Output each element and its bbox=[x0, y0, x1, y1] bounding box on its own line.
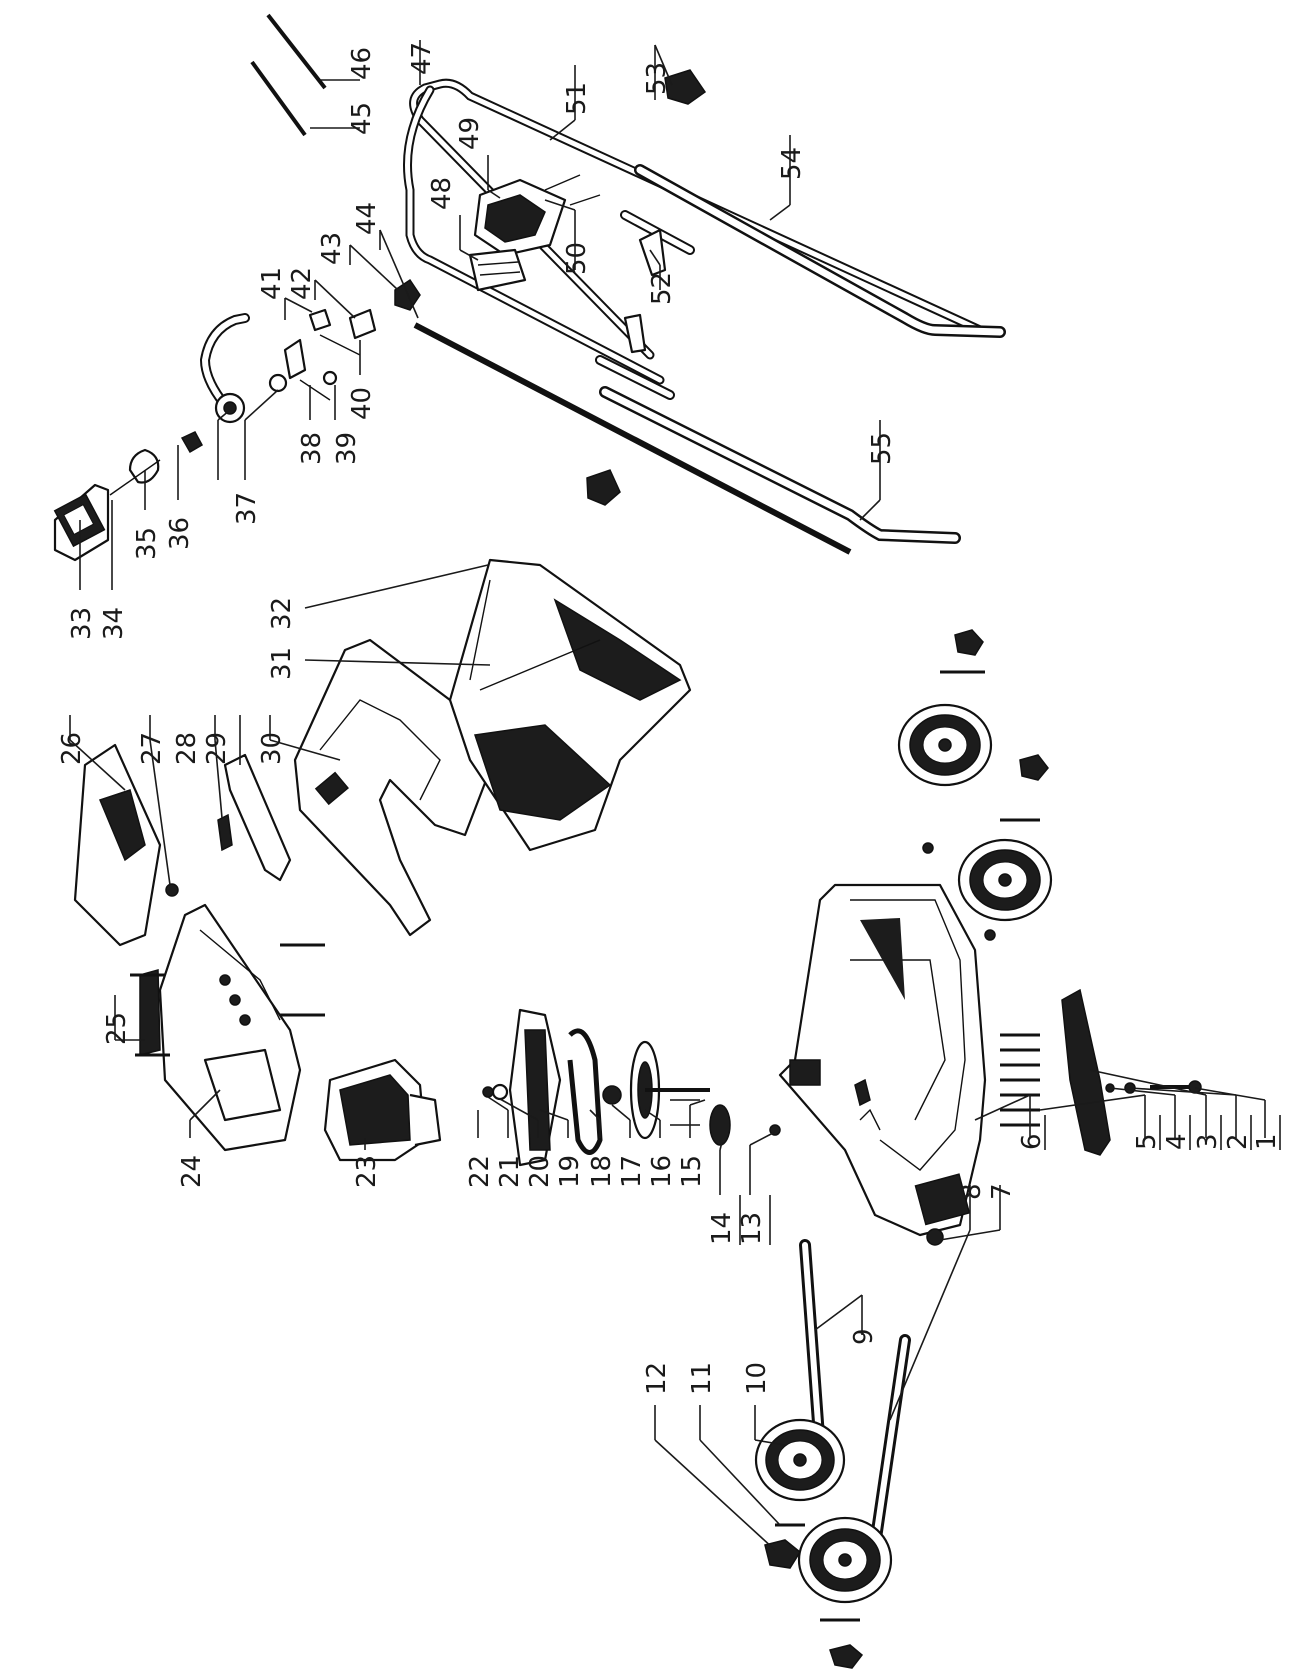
callout-14: 14 bbox=[707, 1212, 737, 1245]
callout-21: 21 bbox=[495, 1155, 525, 1188]
screw-27 bbox=[165, 883, 179, 897]
callout-35: 35 bbox=[132, 527, 162, 560]
callout-45: 45 bbox=[347, 102, 377, 135]
callout-11: 11 bbox=[687, 1362, 717, 1395]
screws-5 bbox=[1000, 1033, 1040, 1127]
callout-46: 46 bbox=[347, 47, 377, 80]
callout-26: 26 bbox=[57, 732, 87, 765]
knob-53 bbox=[664, 69, 707, 105]
callout-52: 52 bbox=[647, 272, 677, 305]
rear-wheel bbox=[897, 703, 993, 787]
part-36 bbox=[180, 431, 204, 454]
callout-22: 22 bbox=[465, 1155, 495, 1188]
callout-41: 41 bbox=[257, 267, 287, 300]
ring-37 bbox=[268, 373, 288, 393]
callout-8: 8 bbox=[957, 1183, 987, 1200]
callout-numbers: 1 2 3 4 5 6 7 8 9 10 11 12 13 14 15 16 1… bbox=[57, 42, 1282, 1395]
rod-45 bbox=[250, 60, 307, 137]
callout-1: 1 bbox=[1252, 1133, 1282, 1150]
callout-23: 23 bbox=[352, 1155, 382, 1188]
label-underlines bbox=[739, 1115, 1281, 1245]
belt-19 bbox=[567, 1028, 603, 1155]
bearing-18 bbox=[602, 1085, 622, 1105]
callout-12: 12 bbox=[642, 1362, 672, 1395]
callout-54: 54 bbox=[777, 147, 807, 180]
callout-29: 29 bbox=[202, 732, 232, 765]
callout-31: 31 bbox=[267, 647, 297, 680]
part-drawings bbox=[53, 13, 1202, 1669]
callout-13: 13 bbox=[737, 1212, 767, 1245]
callout-16: 16 bbox=[647, 1155, 677, 1188]
callout-49: 49 bbox=[455, 117, 485, 150]
callout-25: 25 bbox=[102, 1012, 132, 1045]
washer-22 bbox=[482, 1086, 494, 1098]
part-42 bbox=[348, 308, 377, 340]
callout-51: 51 bbox=[562, 82, 592, 115]
callout-15: 15 bbox=[677, 1155, 707, 1188]
callout-40: 40 bbox=[347, 387, 377, 420]
callout-38: 38 bbox=[297, 432, 327, 465]
bearing-15 bbox=[709, 1104, 731, 1146]
front-wheel-10 bbox=[754, 1418, 846, 1502]
callout-36: 36 bbox=[165, 517, 195, 550]
vent-grille-25 bbox=[139, 969, 161, 1056]
cap-7 bbox=[926, 1228, 944, 1246]
callout-33: 33 bbox=[67, 607, 97, 640]
knob-35 bbox=[128, 448, 160, 484]
callout-9: 9 bbox=[849, 1328, 879, 1345]
lever-37 bbox=[199, 313, 250, 410]
bracket-39 bbox=[283, 338, 307, 380]
callout-7: 7 bbox=[987, 1183, 1017, 1200]
nut-12 bbox=[764, 1539, 801, 1569]
callout-48: 48 bbox=[427, 177, 457, 210]
cable-44 bbox=[413, 322, 852, 555]
washer-38 bbox=[322, 370, 338, 386]
bearing-21 bbox=[491, 1083, 509, 1101]
callout-17: 17 bbox=[617, 1155, 647, 1188]
mower-deck-6 bbox=[778, 883, 987, 1237]
callout-24: 24 bbox=[177, 1155, 207, 1188]
callout-18: 18 bbox=[587, 1155, 617, 1188]
pin-28 bbox=[217, 813, 233, 852]
callout-27: 27 bbox=[137, 732, 167, 765]
callout-20: 20 bbox=[525, 1155, 555, 1188]
callout-3: 3 bbox=[1193, 1133, 1223, 1150]
leader-lines bbox=[69, 40, 1266, 1551]
callout-47: 47 bbox=[407, 42, 437, 75]
callout-39: 39 bbox=[332, 432, 362, 465]
callout-2: 2 bbox=[1223, 1133, 1253, 1150]
callout-28: 28 bbox=[172, 732, 202, 765]
callout-6: 6 bbox=[1017, 1133, 1047, 1150]
front-wheel-10b bbox=[797, 1516, 893, 1604]
clip-41 bbox=[308, 308, 332, 332]
callout-37: 37 bbox=[232, 492, 262, 525]
rear-wheel-b bbox=[957, 838, 1053, 922]
callout-19: 19 bbox=[555, 1155, 585, 1188]
carry-handle-29 bbox=[223, 753, 292, 882]
callout-34: 34 bbox=[99, 607, 129, 640]
callout-43: 43 bbox=[317, 232, 347, 265]
callout-50: 50 bbox=[562, 242, 592, 275]
switch-cover-48 bbox=[468, 248, 527, 292]
callout-32: 32 bbox=[267, 597, 297, 630]
top-cover-26 bbox=[73, 743, 162, 947]
callout-53: 53 bbox=[642, 62, 672, 95]
blade-3 bbox=[1061, 988, 1111, 1156]
callout-10: 10 bbox=[742, 1362, 772, 1395]
callout-5: 5 bbox=[1132, 1133, 1162, 1150]
callout-55: 55 bbox=[867, 432, 897, 465]
callout-4: 4 bbox=[1162, 1133, 1192, 1150]
rod-46 bbox=[266, 13, 327, 90]
callout-42: 42 bbox=[287, 267, 317, 300]
callout-30: 30 bbox=[257, 732, 287, 765]
callout-44: 44 bbox=[352, 202, 382, 235]
